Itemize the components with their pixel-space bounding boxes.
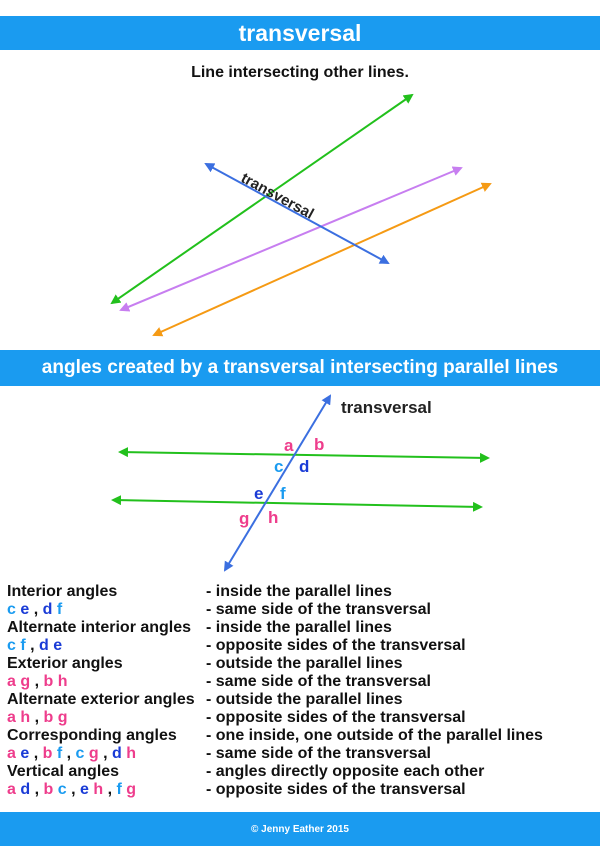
page-title: transversal (238, 19, 362, 46)
angles-diagram: transversal a b c d e f g h (111, 394, 490, 572)
description-text: - inside the parallel lines (206, 583, 392, 600)
title-banner: transversal (0, 16, 600, 50)
subtitle: Line intersecting other lines. (191, 64, 409, 81)
term-label: Corresponding angles (7, 727, 177, 744)
description-text: - opposite sides of the transversal (206, 637, 466, 654)
angle-pairs: a g , b h (7, 673, 68, 690)
description-text: - one inside, one outside of the paralle… (206, 727, 543, 744)
term-label: Exterior angles (7, 655, 123, 672)
term-label: Interior angles (7, 583, 118, 600)
angle-label-f: f (280, 484, 286, 503)
description-text: - opposite sides of the transversal (206, 709, 466, 726)
description-text: - same side of the transversal (206, 601, 431, 618)
section-title: angles created by a transversal intersec… (41, 357, 559, 378)
section-banner: angles created by a transversal intersec… (0, 350, 600, 386)
transversal-diagram: transversal (110, 93, 492, 337)
description-text: - inside the parallel lines (206, 619, 392, 636)
copyright-text: © Jenny Eather 2015 (251, 823, 349, 835)
term-label: Alternate interior angles (7, 619, 192, 636)
angle-label-g: g (239, 509, 249, 528)
description-text: - opposite sides of the transversal (206, 781, 466, 798)
angle-label-a: a (284, 436, 294, 455)
transversal-label: transversal (341, 398, 432, 417)
description-text: - same side of the transversal (206, 673, 431, 690)
angle-label-h: h (268, 508, 278, 527)
transversal-line (204, 163, 390, 264)
angle-pairs: a h , b g (7, 709, 68, 726)
description-text: - angles directly opposite each other (206, 763, 485, 780)
angle-label-b: b (314, 435, 324, 454)
parallel-line-bottom (111, 495, 483, 512)
term-label: Alternate exterior angles (7, 691, 195, 708)
angle-label-d: d (299, 457, 309, 476)
footer-banner: © Jenny Eather 2015 (0, 812, 600, 846)
angle-pairs: c f , d e (7, 637, 63, 654)
angle-pairs: a e , b f , c g , d h (7, 745, 137, 762)
angle-label-c: c (274, 457, 283, 476)
term-label: Vertical angles (7, 763, 120, 780)
description-text: - same side of the transversal (206, 745, 431, 762)
description-text: - outside the parallel lines (206, 691, 403, 708)
transversal-line (223, 394, 332, 572)
description-text: - outside the parallel lines (206, 655, 403, 672)
angle-pairs: c e , d f (7, 601, 63, 618)
angle-pairs: a d , b c , e h , f g (7, 781, 137, 798)
angle-label-e: e (254, 484, 263, 503)
